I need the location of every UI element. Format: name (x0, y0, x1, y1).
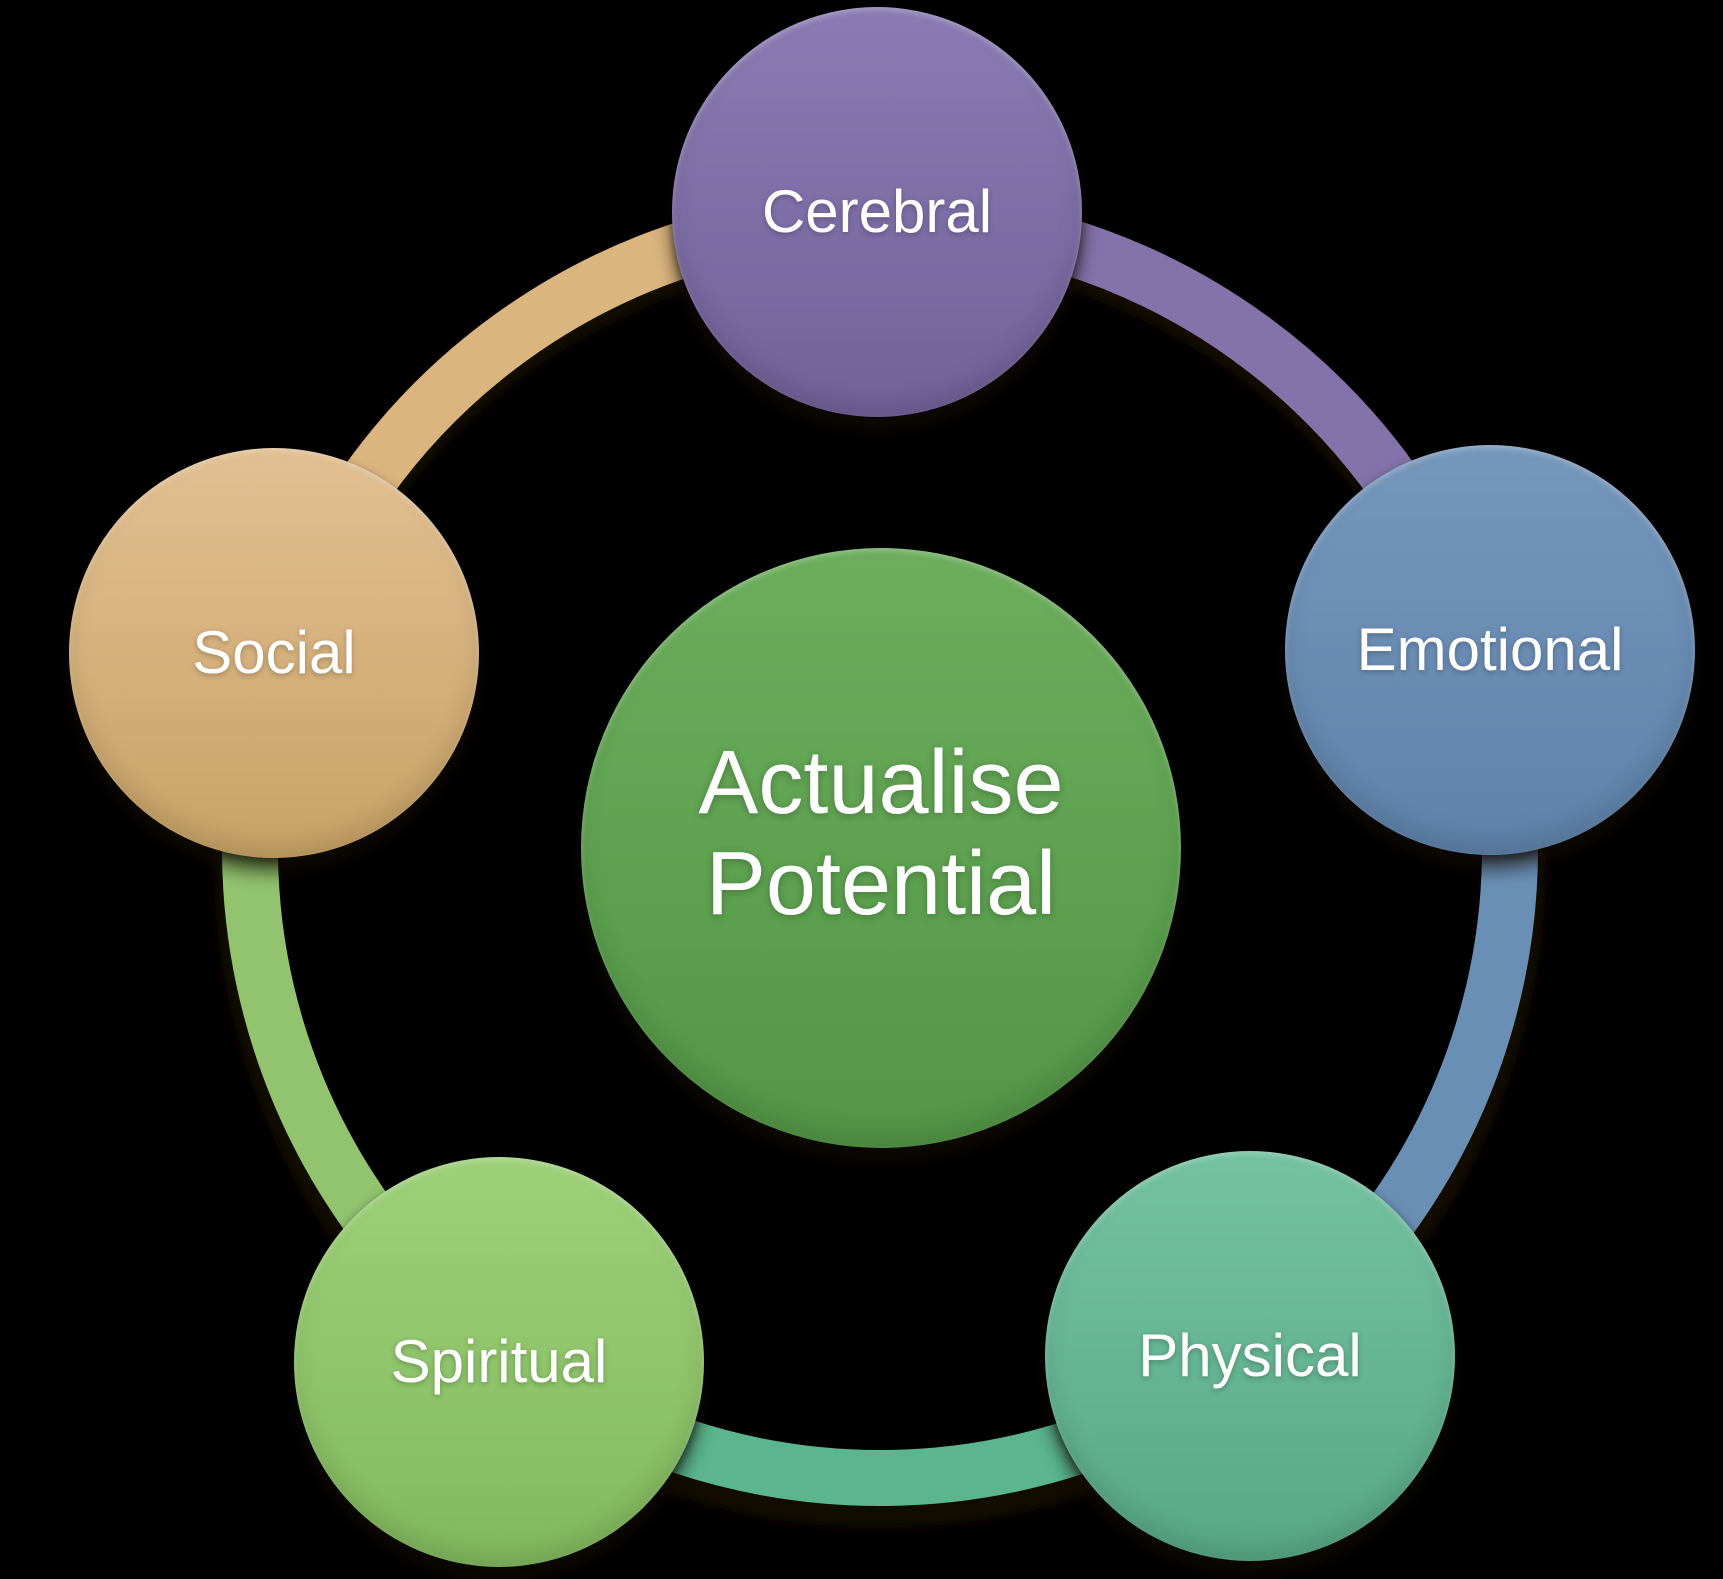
node-label-cerebral: Cerebral (761, 178, 993, 245)
center-label: Actualise Potential (698, 733, 1063, 935)
node-emotional: Emotional (1285, 445, 1695, 855)
center-circle-actualise-potential: Actualise Potential (581, 548, 1181, 1148)
center-label-line2: Potential (705, 834, 1057, 934)
node-label-emotional: Emotional (1356, 616, 1624, 683)
node-physical: Physical (1045, 1151, 1455, 1561)
node-label-social: Social (192, 619, 356, 686)
node-label-physical: Physical (1138, 1322, 1362, 1389)
node-spiritual: Spiritual (294, 1157, 704, 1567)
node-label-spiritual: Spiritual (390, 1328, 608, 1395)
node-cerebral: Cerebral (672, 7, 1082, 417)
center-label-line1: Actualise (698, 733, 1064, 834)
node-social: Social (69, 448, 479, 858)
